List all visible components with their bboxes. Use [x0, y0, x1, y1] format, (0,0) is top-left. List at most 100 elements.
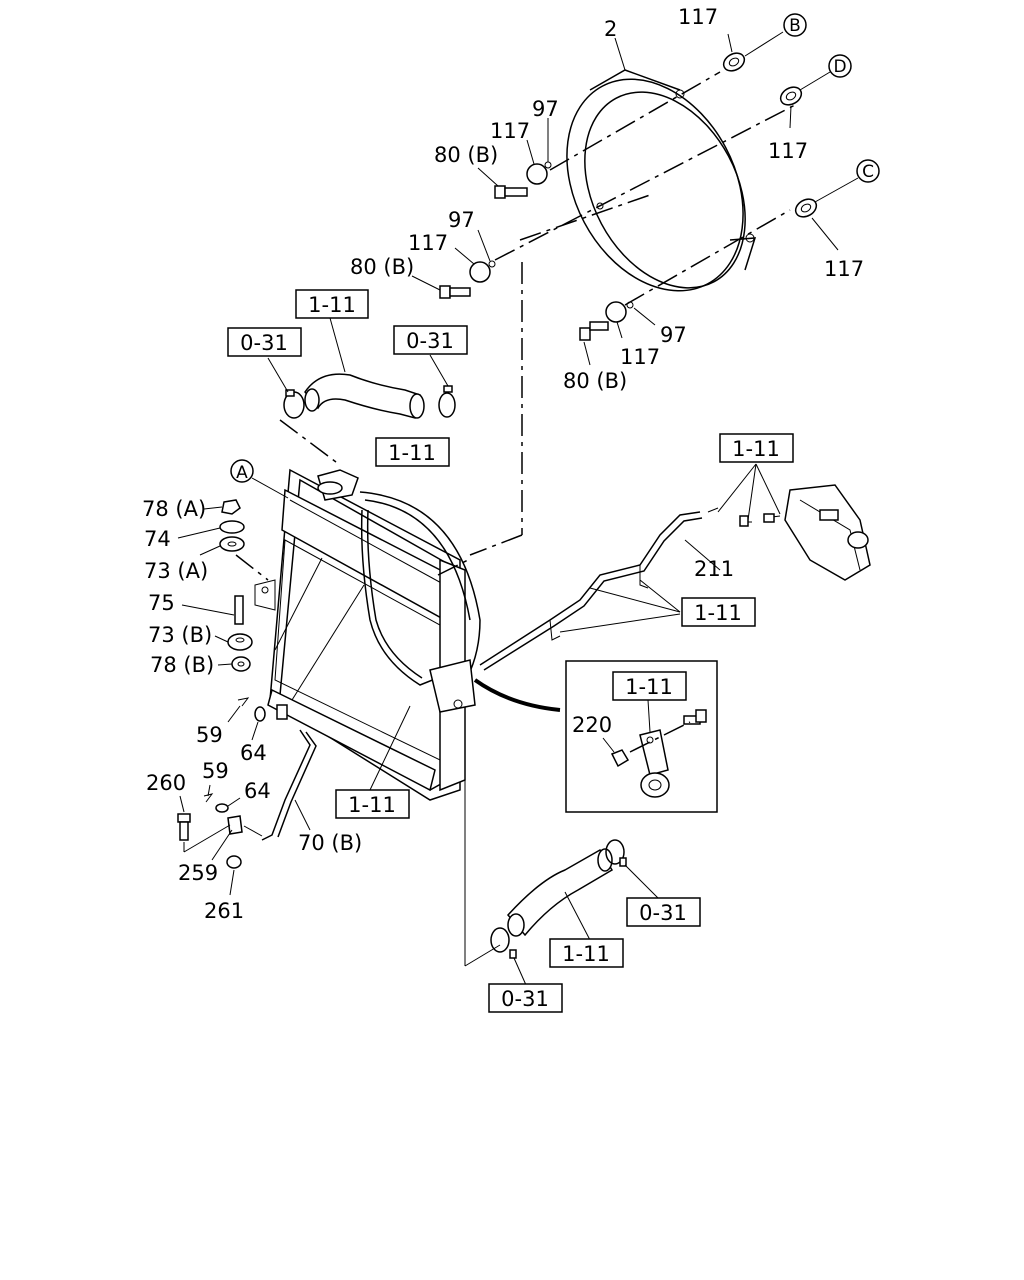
callout-80b-c: 80 (B)	[563, 369, 627, 393]
overflow-hose-211	[479, 511, 701, 666]
grommet-b	[722, 52, 746, 72]
circle-label-c: C	[856, 159, 880, 183]
hose-clamp-left	[283, 389, 305, 419]
callout-73b: 73 (B)	[148, 623, 212, 647]
circle-labels: A B D C	[230, 13, 880, 499]
svg-text:1-11: 1-11	[625, 675, 673, 699]
stud-75	[234, 595, 244, 625]
nut-78a	[221, 499, 241, 515]
callout-117-c: 117	[824, 257, 864, 281]
ref-box-clamp-lower-right: 0-31	[626, 897, 701, 927]
svg-text:1-11: 1-11	[562, 942, 610, 966]
callout-59-b: 59	[202, 759, 229, 783]
washer-74	[219, 520, 245, 534]
ref-box-detail: 1-11	[612, 671, 687, 701]
callout-70b: 70 (B)	[298, 831, 362, 855]
ref-box-radiator-top: 1-11	[375, 437, 450, 467]
ref-box-radiator-bottom: 1-11	[335, 789, 410, 819]
bolt-80b-lower	[579, 321, 609, 341]
callout-75: 75	[148, 591, 175, 615]
callout-73a: 73 (A)	[144, 559, 208, 583]
ref-box-upper-hose: 1-11	[295, 289, 369, 319]
ref-box-clamp-left: 0-31	[227, 327, 302, 357]
nut-261	[226, 855, 242, 869]
washer-64-a	[254, 706, 266, 722]
svg-text:1-11: 1-11	[694, 601, 742, 625]
hose-clamp-lower-right	[605, 839, 627, 867]
clip-59-b	[203, 793, 214, 803]
grommet-d	[779, 86, 803, 106]
svg-text:1-11: 1-11	[732, 437, 780, 461]
radiator-assembly	[254, 468, 481, 801]
svg-text:0-31: 0-31	[406, 329, 454, 353]
callout-260: 260	[146, 771, 186, 795]
washer-117-a	[526, 163, 548, 185]
circle-label-b: B	[783, 13, 807, 37]
callout-78a: 78 (A)	[142, 497, 206, 521]
hose-clamp-bracket-detail	[610, 709, 707, 798]
callout-117-d: 117	[768, 139, 808, 163]
circle-label-a: A	[230, 459, 254, 483]
callout-78b: 78 (B)	[150, 653, 214, 677]
spacer-97-b	[488, 260, 496, 268]
washer-117-c	[605, 301, 627, 323]
hose-clip-a	[739, 515, 749, 527]
callout-64-a: 64	[240, 741, 267, 765]
svg-text:0-31: 0-31	[240, 331, 288, 355]
callout-64-b: 64	[244, 779, 271, 803]
svg-text:1-11: 1-11	[348, 793, 396, 817]
reference-boxes: 1-11 0-31 0-31 1-11 1-11 1-11 1-11 1-11	[227, 289, 794, 1013]
rubber-73a	[219, 536, 245, 552]
callout-220: 220	[572, 713, 612, 737]
ref-box-lower-hose: 1-11	[549, 938, 624, 968]
hose-clamp-right	[438, 385, 456, 418]
ref-box-tank: 1-11	[719, 433, 794, 463]
svg-text:D: D	[833, 57, 846, 77]
svg-text:1-11: 1-11	[388, 441, 436, 465]
svg-text:B: B	[789, 16, 801, 36]
circle-label-d: D	[828, 54, 852, 78]
callout-117-a: 117	[490, 119, 530, 143]
bolt-80b-middle	[439, 285, 471, 299]
upper-radiator-hose	[304, 373, 425, 419]
spacer-97-c	[626, 301, 634, 309]
callout-80b-b: 80 (B)	[350, 255, 414, 279]
callout-97-a: 97	[532, 97, 559, 121]
hose-clip-b	[763, 513, 775, 523]
callout-80b-a: 80 (B)	[434, 143, 498, 167]
fan-shroud	[566, 69, 757, 292]
lower-radiator-hose	[507, 848, 614, 937]
callout-97-b: 97	[448, 208, 475, 232]
grommet-c	[794, 198, 818, 218]
ref-box-hose-mid: 1-11	[681, 597, 756, 627]
svg-text:0-31: 0-31	[639, 901, 687, 925]
drain-hose-70b	[261, 729, 311, 841]
callout-59-a: 59	[196, 723, 223, 747]
callout-117-b: 117	[678, 5, 718, 29]
bolt-260	[177, 813, 191, 841]
callout-211: 211	[694, 557, 734, 581]
rubber-73b	[227, 633, 253, 651]
reservoir-tank	[784, 484, 871, 581]
washer-64-b	[215, 803, 229, 813]
callout-2: 2	[604, 17, 617, 41]
callout-numbers: 2 117 117 117 97 117 80 (B) 97 117 80 (B…	[142, 5, 864, 923]
callout-117-e: 117	[408, 231, 448, 255]
svg-text:0-31: 0-31	[501, 987, 549, 1011]
clip-59-a	[237, 697, 250, 707]
washer-117-b	[469, 261, 491, 283]
callout-97-c: 97	[660, 323, 687, 347]
callout-117-f: 117	[620, 345, 660, 369]
svg-text:C: C	[862, 162, 874, 182]
hose-clamp-lower-left	[490, 927, 517, 959]
svg-text:A: A	[236, 463, 248, 483]
callout-259: 259	[178, 861, 218, 885]
ref-box-clamp-lower-left: 0-31	[488, 983, 563, 1013]
bracket-259	[227, 815, 243, 835]
nut-78b	[231, 656, 251, 672]
bolt-80b-upper	[494, 185, 528, 199]
callout-261: 261	[204, 899, 244, 923]
ref-box-clamp-right: 0-31	[393, 325, 468, 355]
callout-74: 74	[144, 527, 171, 551]
